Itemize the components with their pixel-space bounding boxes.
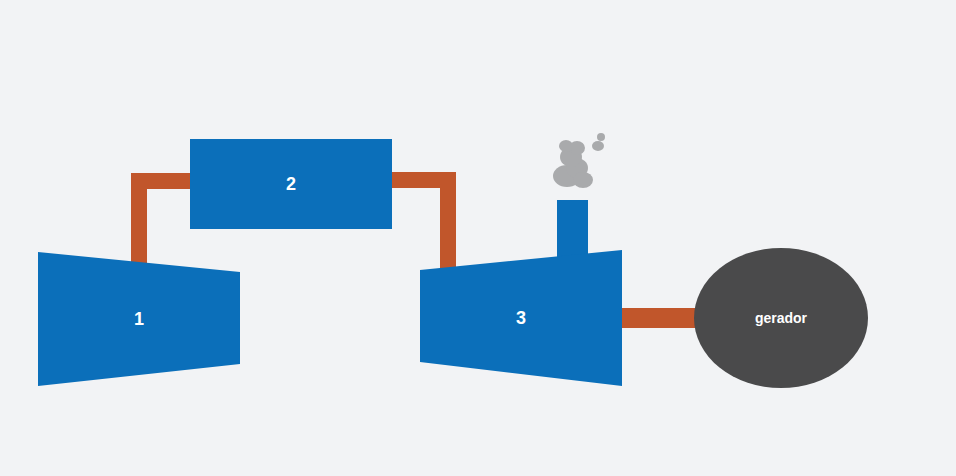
turbine: 3 (420, 250, 622, 386)
smoke (553, 133, 605, 188)
shaft (622, 308, 694, 328)
gas-pipe (139, 181, 190, 262)
gas-pipe (392, 180, 448, 267)
generator-label: gerador (755, 310, 807, 326)
turbine-shape (420, 250, 622, 386)
generator: gerador (694, 248, 868, 388)
generator-shape (694, 248, 868, 388)
component-number: 2 (286, 174, 296, 195)
component-number: 1 (134, 309, 144, 330)
combustion-chamber-shape (190, 139, 392, 229)
compressor: 1 (38, 252, 240, 386)
combustion-chamber: 2 (190, 139, 392, 229)
exhaust-stack (557, 200, 588, 260)
component-number: 3 (516, 308, 526, 329)
compressor-shape (38, 252, 240, 386)
